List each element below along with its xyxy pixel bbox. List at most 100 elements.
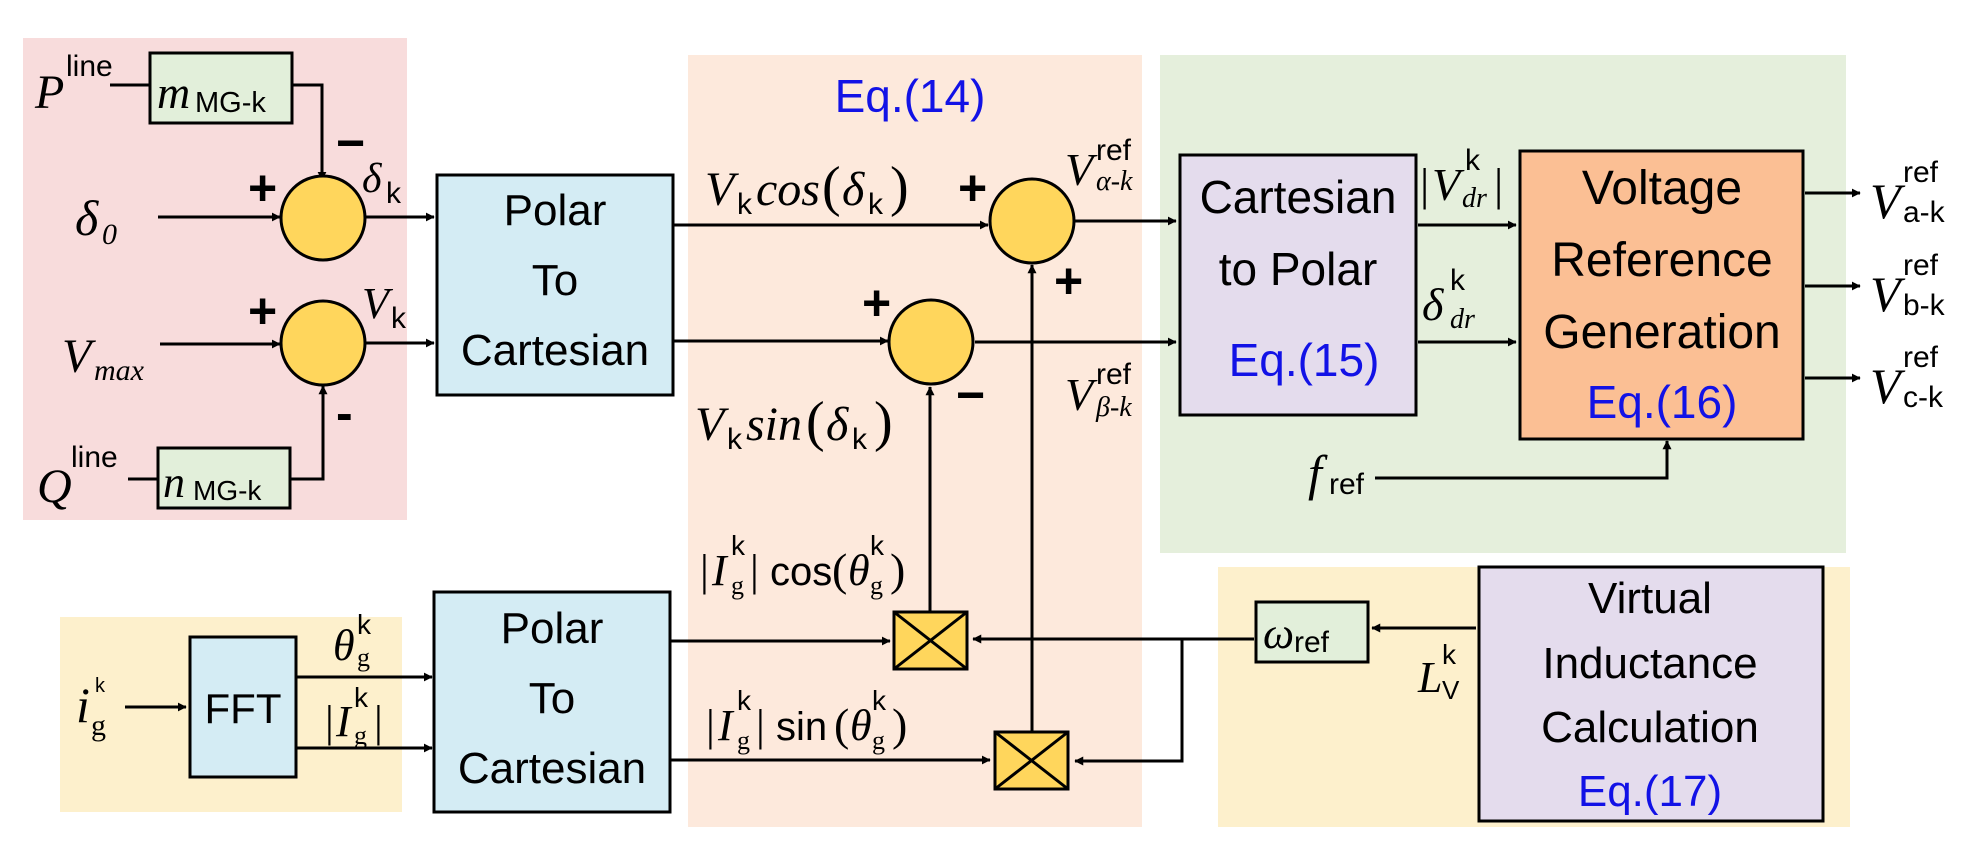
svg-text:g: g [737, 726, 750, 755]
v-alpha-ref-subscript: α-k [1096, 166, 1133, 197]
svg-text:k: k [354, 682, 369, 713]
vc-ref-subscript: c-k [1903, 381, 1944, 414]
n-gain-subscript: MG-k [193, 475, 262, 506]
vb-ref-label: V [1870, 266, 1906, 322]
eq16-label: Eq.(16) [1587, 376, 1738, 428]
virtual-inductance-line2: Inductance [1542, 639, 1757, 688]
svg-text:k: k [737, 188, 753, 221]
summer-delta-plus: + [248, 160, 277, 216]
f-ref-subscript: ref [1329, 468, 1365, 501]
delta-k-label: δ [362, 156, 383, 202]
polar-to-cartesian-block-top [435, 173, 675, 397]
vc-ref-label: V [1870, 358, 1906, 414]
eq17-label: Eq.(17) [1578, 767, 1722, 816]
delta0-label: δ [75, 190, 99, 246]
p-line-label: P [34, 66, 64, 119]
svg-text:cos: cos [756, 163, 820, 216]
svg-text:|: | [750, 546, 759, 595]
vk-sin-label: V k sin ( δ k ) [695, 391, 893, 456]
voltage-reference-block [1518, 149, 1805, 441]
eq14-label: Eq.(14) [835, 70, 986, 122]
summer-alpha-plus-left: + [958, 160, 987, 216]
v-beta-ref-superscript: ref [1096, 358, 1132, 391]
svg-text:k: k [868, 188, 884, 221]
svg-text:|: | [706, 701, 715, 750]
svg-text:|: | [700, 546, 709, 595]
vmax-label: V [62, 330, 96, 383]
delta0-subscript: 0 [102, 218, 117, 251]
summer-voltage [279, 299, 367, 387]
svg-text:): ) [874, 391, 893, 453]
svg-text:θ: θ [848, 546, 870, 595]
svg-text:δ: δ [842, 163, 865, 216]
ig-cos-label: | I k g | cos ( θ k g ) [700, 530, 905, 600]
multiplier-sin [993, 730, 1070, 791]
cartesian-to-polar-line1: Cartesian [1200, 171, 1397, 223]
va-ref-subscript: a-k [1903, 196, 1946, 229]
summer-voltage-plus: + [248, 283, 277, 339]
q-line-label: Q [37, 460, 72, 513]
theta-g-superscript: k [357, 609, 372, 640]
ig-k-label: i [76, 677, 90, 733]
v-k-label: V [362, 279, 394, 328]
svg-text:I: I [717, 701, 735, 750]
lv-k-superscript: k [1442, 639, 1457, 670]
eq15-label: Eq.(15) [1229, 334, 1380, 386]
svg-text:k: k [870, 530, 885, 561]
multiplier-cos [892, 610, 969, 671]
virtual-inductance-line1: Virtual [1588, 574, 1712, 623]
svg-text:): ) [892, 699, 907, 750]
svg-text:k: k [727, 423, 743, 456]
m-gain-block [148, 51, 294, 125]
svg-text:δ: δ [826, 398, 849, 451]
svg-text:k: k [872, 685, 887, 716]
svg-text:|: | [374, 697, 383, 746]
virtual-inductance-line3: Calculation [1541, 703, 1759, 752]
svg-text:V: V [1432, 159, 1465, 210]
eq14-region [688, 55, 1142, 827]
summer-delta [279, 174, 367, 262]
va-ref-superscript: ref [1903, 156, 1939, 189]
omega-ref-subscript: ref [1294, 626, 1330, 659]
svg-text:V: V [695, 398, 729, 451]
summer-alpha-plus-bottom: + [1054, 253, 1083, 309]
svg-text:|: | [756, 701, 765, 750]
svg-text:k: k [737, 685, 752, 716]
summer-beta-plus: + [862, 275, 891, 331]
delta-dr-label: δ [1422, 279, 1444, 330]
svg-text:g: g [872, 726, 885, 755]
lv-k-label: L [1417, 653, 1442, 702]
svg-text:V: V [705, 163, 739, 216]
svg-text:): ) [890, 156, 909, 218]
summer-delta-minus: − [336, 115, 365, 171]
summer-beta [887, 298, 975, 386]
v-alpha-ref-label: V [1065, 144, 1098, 195]
vk-cos-label: V k cos ( δ k ) [705, 156, 909, 221]
n-gain-label: n [163, 458, 185, 507]
polar-bottom-line3: Cartesian [458, 744, 646, 793]
svg-text:(: ( [834, 699, 849, 750]
svg-text:(: ( [806, 391, 825, 453]
summer-beta-minus: − [956, 367, 985, 423]
ig-k-superscript: k [95, 675, 106, 697]
theta-g-label: θ [333, 621, 355, 670]
svg-text:cos: cos [770, 550, 832, 594]
polar-top-line2: To [532, 256, 578, 305]
svg-text:g: g [731, 571, 744, 600]
svg-text:): ) [890, 544, 905, 595]
ig-magnitude-label: | I k g | [325, 682, 383, 750]
v-beta-ref-subscript: β-k [1095, 392, 1132, 423]
fft-label: FFT [205, 685, 282, 732]
svg-text:g: g [354, 721, 367, 750]
polar-bottom-line1: Polar [501, 604, 604, 653]
svg-text:|: | [1420, 159, 1429, 210]
svg-text:I: I [335, 697, 353, 746]
omega-ref-label: ω [1263, 609, 1294, 658]
n-gain-block [156, 446, 292, 510]
polar-to-cartesian-block-bottom [432, 590, 672, 814]
delta-dr-superscript: k [1450, 264, 1466, 297]
virtual-inductance-block [1477, 565, 1825, 823]
v-k-subscript: k [391, 302, 407, 335]
voltage-reference-line1: Voltage [1582, 162, 1742, 215]
voltage-reference-line2: Reference [1551, 234, 1772, 287]
